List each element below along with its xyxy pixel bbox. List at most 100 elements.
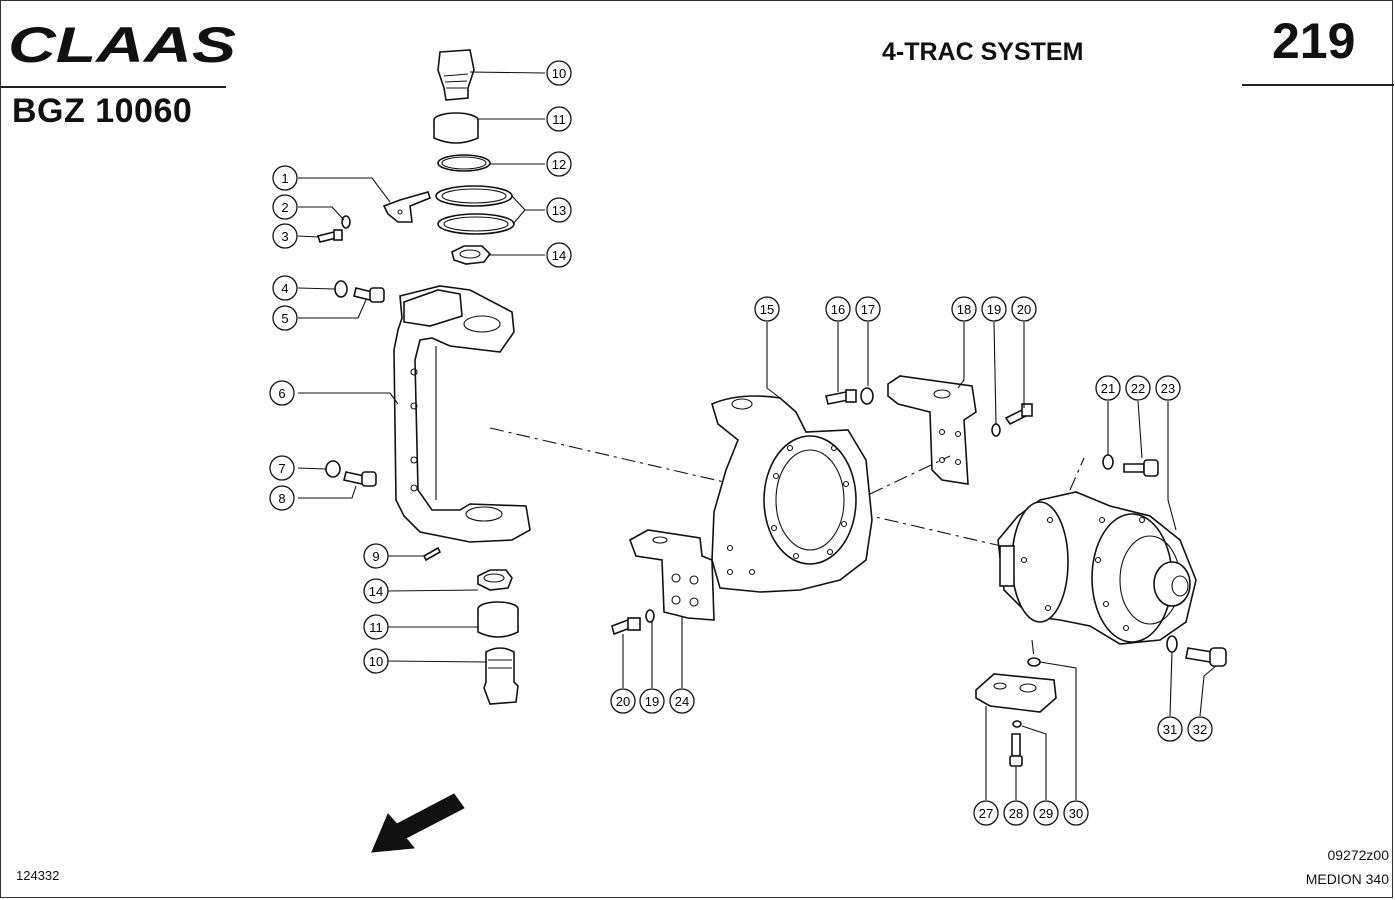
part-16-screw bbox=[825, 389, 857, 405]
callout-circle bbox=[363, 648, 389, 674]
callout-c12: 12 bbox=[546, 151, 572, 177]
callout-circle bbox=[363, 614, 389, 640]
callout-number: 14 bbox=[369, 584, 383, 599]
callout-number: 7 bbox=[278, 461, 285, 476]
callout-circle bbox=[272, 275, 298, 301]
callout-circle bbox=[1033, 800, 1059, 826]
callout-circle bbox=[754, 296, 780, 322]
callout-circle bbox=[1095, 375, 1121, 401]
part-17-washer bbox=[860, 387, 874, 405]
callout-c29: 29 bbox=[1033, 800, 1059, 826]
part-4-washer bbox=[334, 280, 348, 298]
callout-number: 3 bbox=[281, 229, 288, 244]
part-29-washer bbox=[1012, 720, 1022, 728]
callout-circle bbox=[269, 455, 295, 481]
callout-c11a: 11 bbox=[546, 106, 572, 132]
callout-number: 11 bbox=[552, 112, 566, 127]
callout-c4: 4 bbox=[272, 275, 298, 301]
callout-c21: 21 bbox=[1095, 375, 1121, 401]
part-27-clamp-block bbox=[975, 673, 1057, 713]
document-code: BGZ 10060 bbox=[12, 92, 193, 130]
callout-circle bbox=[546, 197, 572, 223]
callout-c14b: 14 bbox=[363, 578, 389, 604]
callout-circle bbox=[1063, 800, 1089, 826]
callout-number: 31 bbox=[1163, 722, 1177, 737]
callout-number: 22 bbox=[1131, 381, 1145, 396]
footer-drawing-code: 09272z00 bbox=[1327, 847, 1389, 863]
claas-logo: CLAAS bbox=[8, 20, 236, 70]
part-9-pin bbox=[422, 546, 442, 562]
callout-number: 5 bbox=[281, 311, 288, 326]
callout-circle bbox=[973, 800, 999, 826]
part-15-swivel-housing bbox=[711, 395, 873, 593]
part-24-bracket bbox=[629, 529, 715, 621]
callout-number: 8 bbox=[278, 491, 285, 506]
callout-circle bbox=[610, 688, 636, 714]
page-title: 4-TRAC SYSTEM bbox=[882, 38, 1084, 66]
part-8-bolt bbox=[343, 471, 377, 487]
part-22-screw bbox=[1123, 459, 1159, 477]
callout-c28: 28 bbox=[1003, 800, 1029, 826]
callout-circle bbox=[269, 380, 295, 406]
callout-number: 10 bbox=[369, 654, 383, 669]
callout-c10a: 10 bbox=[546, 60, 572, 86]
callout-c1: 1 bbox=[272, 165, 298, 191]
callout-circle bbox=[981, 296, 1007, 322]
callout-c13: 13 bbox=[546, 197, 572, 223]
callout-c31: 31 bbox=[1157, 716, 1183, 742]
callout-circle bbox=[1157, 716, 1183, 742]
callout-circle bbox=[639, 688, 665, 714]
callout-circle bbox=[1155, 375, 1181, 401]
part-21-washer bbox=[1102, 454, 1114, 470]
callout-circle bbox=[1011, 296, 1037, 322]
callout-number: 15 bbox=[760, 302, 774, 317]
callout-number: 9 bbox=[372, 549, 379, 564]
callout-circle bbox=[546, 60, 572, 86]
callout-number: 4 bbox=[281, 281, 288, 296]
callout-circle bbox=[363, 543, 389, 569]
callout-c10b: 10 bbox=[363, 648, 389, 674]
callout-number: 27 bbox=[979, 806, 993, 821]
callout-c30: 30 bbox=[1063, 800, 1089, 826]
direction-arrow bbox=[371, 793, 465, 853]
callout-c11b: 11 bbox=[363, 614, 389, 640]
callout-number: 1 bbox=[281, 171, 288, 186]
callout-c2: 2 bbox=[272, 194, 298, 220]
callout-number: 20 bbox=[616, 694, 630, 709]
part-13-shims bbox=[435, 185, 515, 235]
part-2-washer bbox=[341, 215, 351, 229]
callout-c16: 16 bbox=[825, 296, 851, 322]
callout-number: 6 bbox=[278, 386, 285, 401]
callout-number: 17 bbox=[861, 302, 875, 317]
part-19-washer-right bbox=[991, 423, 1001, 437]
part-11-top-bushing bbox=[433, 112, 479, 144]
callout-number: 16 bbox=[831, 302, 845, 317]
part-20-screw-right bbox=[1004, 403, 1033, 426]
header-rule-left bbox=[0, 86, 226, 88]
header-rule-right bbox=[1242, 84, 1394, 86]
callout-c18: 18 bbox=[951, 296, 977, 322]
callout-number: 12 bbox=[552, 157, 566, 172]
callout-circle bbox=[272, 305, 298, 331]
leader-lines bbox=[297, 71, 1217, 800]
callout-c3: 3 bbox=[272, 223, 298, 249]
callout-circle bbox=[272, 165, 298, 191]
callout-c19a: 19 bbox=[981, 296, 1007, 322]
callout-c19b: 19 bbox=[639, 688, 665, 714]
callout-c8: 8 bbox=[269, 485, 295, 511]
callout-circle bbox=[363, 578, 389, 604]
footer-model: MEDION 340 bbox=[1305, 871, 1389, 887]
callout-number: 11 bbox=[369, 620, 383, 635]
callout-c7: 7 bbox=[269, 455, 295, 481]
part-14-top-nut bbox=[451, 245, 492, 265]
callout-c17: 17 bbox=[855, 296, 881, 322]
callout-circle bbox=[1187, 716, 1213, 742]
callout-circle bbox=[269, 485, 295, 511]
callout-c22: 22 bbox=[1125, 375, 1151, 401]
callout-circle bbox=[951, 296, 977, 322]
part-30-o-ring bbox=[1027, 657, 1041, 667]
callout-c6: 6 bbox=[269, 380, 295, 406]
